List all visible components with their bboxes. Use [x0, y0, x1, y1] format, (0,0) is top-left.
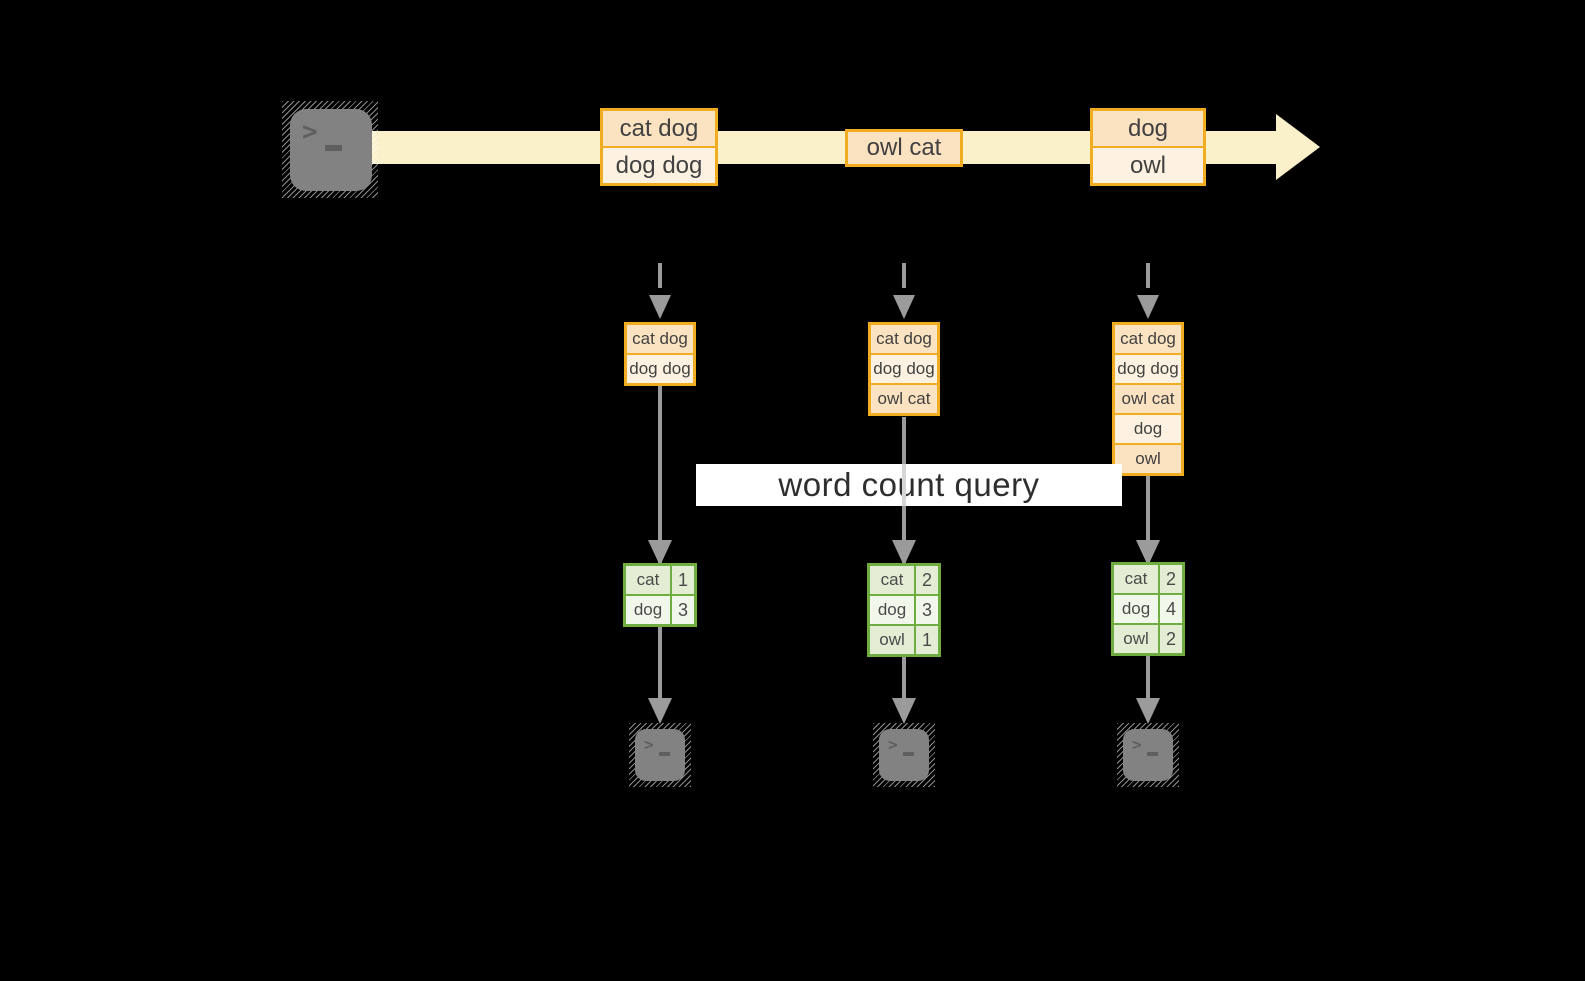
source-terminal-hatch: > — [282, 101, 378, 198]
word-cell: cat — [626, 566, 670, 594]
word-cell: cat — [870, 566, 914, 594]
table-row: owl 1 — [870, 626, 938, 654]
stream-event-box-3: dog owl — [1090, 108, 1206, 186]
word-count-table-2: cat 2 dog 3 owl 1 — [867, 563, 941, 657]
buffer-record: cat dog — [871, 325, 937, 353]
word-cell: dog — [626, 596, 670, 624]
ingest-arrow-dash-1 — [658, 263, 662, 288]
terminal-icon: > — [1123, 729, 1173, 781]
stream-arrowhead-icon — [1276, 114, 1320, 180]
count-cell: 2 — [1160, 625, 1182, 653]
table-arrowhead-2 — [892, 540, 916, 566]
word-cell: owl — [870, 626, 914, 654]
count-cell: 2 — [916, 566, 938, 594]
output-arrow-line-1 — [658, 627, 662, 702]
terminal-prompt-icon: > — [302, 117, 318, 147]
word-cell: cat — [1114, 565, 1158, 593]
stream-event-box-2: owl cat — [845, 129, 963, 167]
table-arrowhead-1 — [648, 540, 672, 566]
table-row: dog 3 — [626, 596, 694, 624]
stream-event-box-1: cat dog dog dog — [600, 108, 718, 186]
ingest-arrowhead-1 — [649, 295, 671, 319]
buffer-record: owl cat — [1115, 385, 1181, 413]
state-buffer-box-2: cat dog dog dog owl cat — [868, 322, 940, 416]
buffer-record: cat dog — [627, 325, 693, 353]
table-row: cat 2 — [1114, 565, 1182, 593]
buffer-record: dog dog — [871, 355, 937, 383]
terminal-prompt-icon: > — [644, 735, 654, 754]
word-cell: owl — [1114, 625, 1158, 653]
state-buffer-box-1: cat dog dog dog — [624, 322, 696, 386]
table-row: dog 3 — [870, 596, 938, 624]
count-cell: 1 — [672, 566, 694, 594]
terminal-cursor-icon — [902, 752, 914, 756]
output-arrowhead-1 — [648, 698, 672, 724]
table-arrowhead-3 — [1136, 540, 1160, 566]
word-cell: dog — [870, 596, 914, 624]
output-arrowhead-2 — [892, 698, 916, 724]
terminal-cursor-icon — [658, 752, 670, 756]
terminal-cursor-icon — [324, 145, 342, 151]
event-record: dog dog — [603, 148, 715, 183]
output-terminal-hatch-2: > — [873, 723, 935, 787]
output-arrow-line-3 — [1146, 656, 1150, 702]
connector-line-1 — [658, 386, 662, 565]
ingest-arrowhead-2 — [893, 295, 915, 319]
terminal-icon: > — [290, 109, 372, 191]
terminal-cursor-icon — [1146, 752, 1158, 756]
terminal-prompt-icon: > — [1132, 735, 1142, 754]
output-arrowhead-3 — [1136, 698, 1160, 724]
buffer-record: owl cat — [871, 385, 937, 413]
word-count-table-3: cat 2 dog 4 owl 2 — [1111, 562, 1185, 656]
table-row: owl 2 — [1114, 625, 1182, 653]
count-cell: 3 — [672, 596, 694, 624]
event-record: owl — [1093, 148, 1203, 183]
table-row: cat 2 — [870, 566, 938, 594]
output-terminal-hatch-1: > — [629, 723, 691, 787]
output-terminal-hatch-3: > — [1117, 723, 1179, 787]
state-buffer-box-3: cat dog dog dog owl cat dog owl — [1112, 322, 1184, 476]
event-record: owl cat — [848, 132, 960, 164]
buffer-record: owl — [1115, 445, 1181, 473]
count-cell: 4 — [1160, 595, 1182, 623]
terminal-icon: > — [635, 729, 685, 781]
connector-line-3 — [1146, 476, 1150, 564]
count-cell: 2 — [1160, 565, 1182, 593]
buffer-record: dog dog — [1115, 355, 1181, 383]
event-record: cat dog — [603, 111, 715, 146]
ingest-arrow-dash-3 — [1146, 263, 1150, 288]
count-cell: 1 — [916, 626, 938, 654]
output-arrow-line-2 — [902, 657, 906, 702]
buffer-record: cat dog — [1115, 325, 1181, 353]
ingest-arrow-dash-2 — [902, 263, 906, 288]
terminal-icon: > — [879, 729, 929, 781]
word-cell: dog — [1114, 595, 1158, 623]
event-record: dog — [1093, 111, 1203, 146]
buffer-record: dog dog — [627, 355, 693, 383]
ingest-arrowhead-3 — [1137, 295, 1159, 319]
connector-line-through-label — [902, 464, 906, 506]
word-count-table-1: cat 1 dog 3 — [623, 563, 697, 627]
table-row: cat 1 — [626, 566, 694, 594]
count-cell: 3 — [916, 596, 938, 624]
buffer-record: dog — [1115, 415, 1181, 443]
table-row: dog 4 — [1114, 595, 1182, 623]
word-count-query-label: word count query — [696, 464, 1122, 506]
terminal-prompt-icon: > — [888, 735, 898, 754]
